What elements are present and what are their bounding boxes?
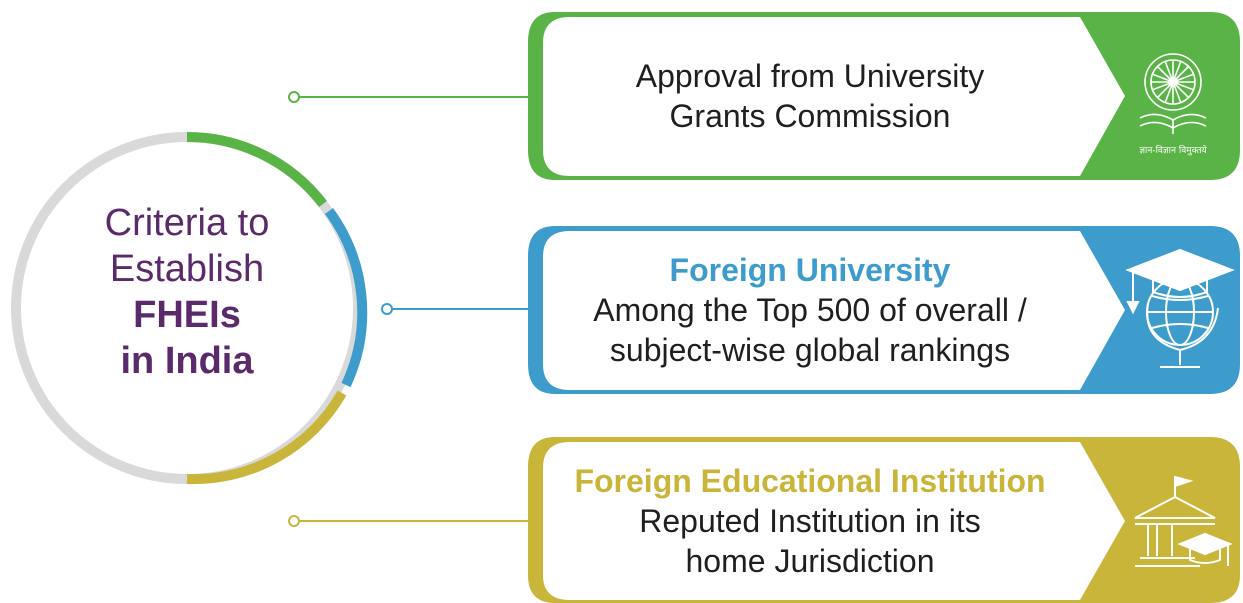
- card-heading: Foreign University: [669, 252, 951, 288]
- card-line: Grants Commission: [669, 98, 951, 134]
- card-ugc-approval-text: Approval from University Grants Commissi…: [545, 56, 1075, 136]
- ugc-emblem-icon: [1139, 53, 1207, 134]
- card-heading: Foreign Educational Institution: [574, 463, 1046, 499]
- center-title: Criteria to Establish FHEIs in India: [60, 200, 314, 384]
- card-ugc-approval: [528, 12, 1240, 180]
- ugc-motto: ज्ञान-विज्ञान विमुक्तये: [1139, 146, 1207, 156]
- center-title-line1: Criteria to: [104, 202, 270, 244]
- card-foreign-educational-institution: [528, 437, 1240, 603]
- connector-green: [288, 91, 530, 103]
- card-foreign-educational-institution-text: Foreign Educational Institution Reputed …: [545, 461, 1075, 581]
- connector-gold: [288, 515, 530, 527]
- card-foreign-university: [528, 226, 1240, 394]
- center-title-line4: in India: [120, 340, 254, 382]
- ring-segment-green: [186, 131, 327, 208]
- ring-segment-blue: [324, 208, 368, 388]
- center-title-line3: FHEIs: [133, 294, 241, 336]
- card-line: Approval from University: [635, 58, 985, 94]
- card-line: home Jurisdiction: [685, 543, 935, 579]
- ring-segment-gold: [186, 390, 347, 485]
- connector-blue: [381, 303, 530, 315]
- center-title-line2: Establish: [109, 248, 265, 290]
- card-line: subject-wise global rankings: [609, 332, 1011, 368]
- card-line: Reputed Institution in its: [639, 503, 981, 539]
- card-foreign-university-text: Foreign University Among the Top 500 of …: [545, 250, 1075, 370]
- graduation-globe-icon: [1125, 248, 1235, 368]
- institution-building-icon: [1134, 475, 1233, 567]
- card-line: Among the Top 500 of overall /: [593, 292, 1027, 328]
